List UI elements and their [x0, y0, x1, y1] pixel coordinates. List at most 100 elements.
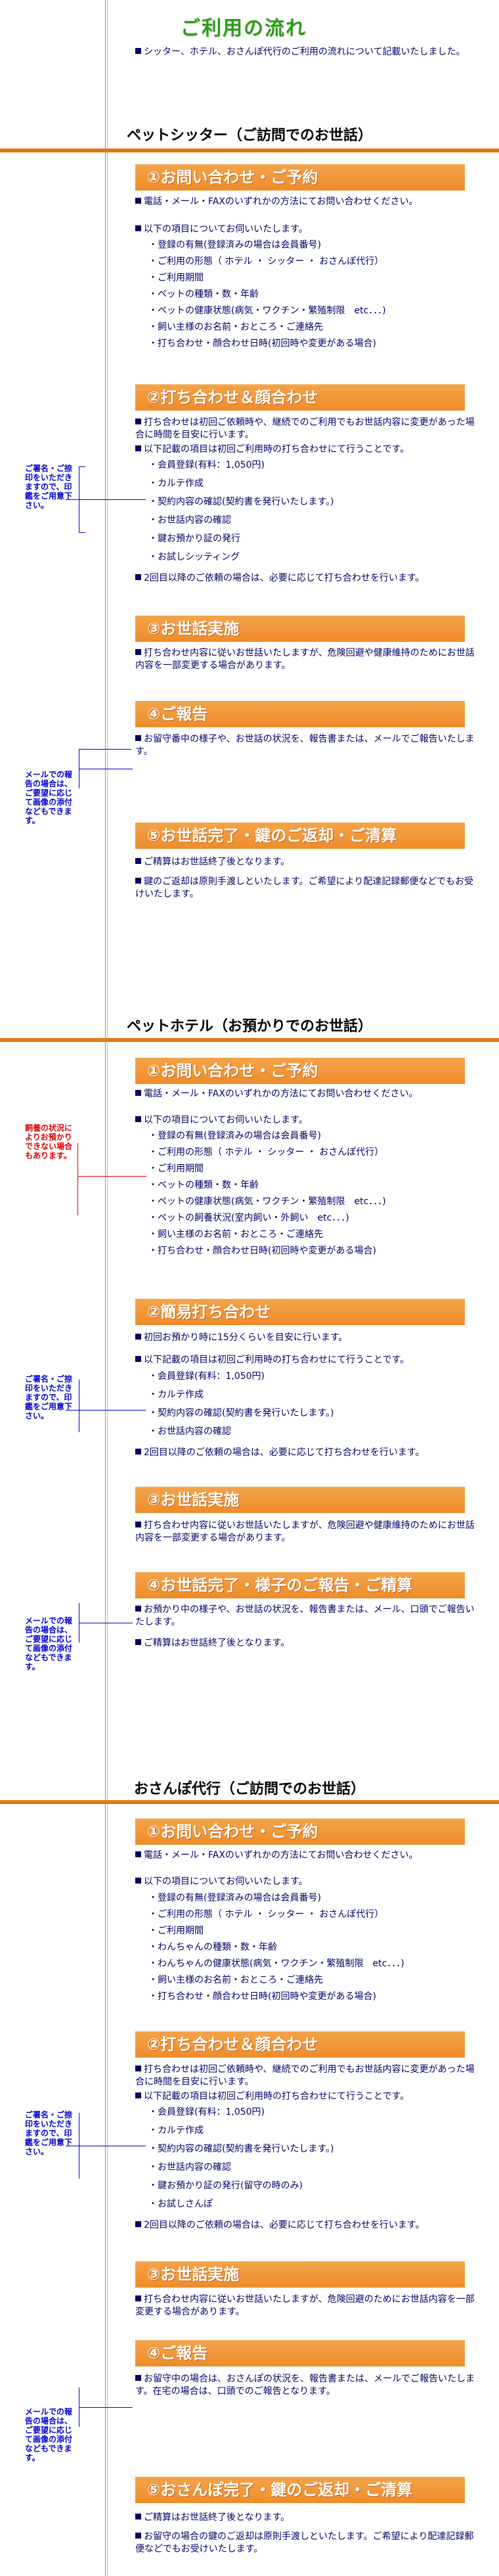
- step-hotel-finish: ④お世話完了・様子のご報告・ご精算: [135, 1572, 465, 1598]
- list-item: ・契約内容の確認(契約書を発行いたします。): [148, 497, 334, 507]
- list-item: ・お試しシッティング: [148, 552, 240, 562]
- walk-s1-b2: 以下の項目についてお伺いいたします。: [135, 1876, 477, 1888]
- section-rule-walk: [0, 1800, 499, 1804]
- page-intro: シッター、ホテル、おさんぽ代行のご利用の流れについて記載いたしました。: [135, 46, 477, 58]
- list-item: ・打ち合わせ・顔合わせ日時(初回時や変更がある場合): [148, 1246, 376, 1256]
- list-item: ・カルテ作成: [148, 478, 204, 489]
- step-walk-inquiry: ①お問い合わせ・ご予約: [135, 1819, 465, 1845]
- sitter-s2-b1: 打ち合わせは初回ご依頼時や、継続でのご利用でもお世話内容に変更があった場合に時間…: [135, 417, 475, 440]
- hotel-stamp-note: ご署名・ご捺印をいただきますので、印鑑をご用意下さい。: [25, 1374, 73, 1420]
- list-item: ・飼い主様のお名前・おところ・ご連絡先: [148, 322, 323, 332]
- walk-s5-b1: ご精算はお世話終了後となります。: [135, 2512, 477, 2524]
- note-connector: [79, 2407, 133, 2408]
- step-sitter-finish: ⑤お世話完了・鍵のご返却・ご清算: [135, 823, 465, 849]
- sitter-s3-b1: 打ち合わせ内容に従いお世話いたしますが、危険回避や健康維持のためにお世話内容を一…: [135, 648, 475, 671]
- list-item: ・打ち合わせ・顔合わせ日時(初回時や変更がある場合): [148, 338, 376, 349]
- walk-s2-b1: 打ち合わせは初回ご依頼時や、継続でのご利用でもお世話内容に変更があった場合に時間…: [135, 2064, 475, 2087]
- step-sitter-meeting: ②打ち合わせ＆顔合わせ: [135, 384, 465, 411]
- note-connector: [79, 749, 131, 750]
- hotel-s2-b1: 初回お預かり時に15分くらいを目安に行います。: [135, 1332, 477, 1344]
- sitter-s1-b1: 電話・メール・FAXのいずれかの方法にてお問い合わせください。: [135, 196, 477, 208]
- list-item: ・打ち合わせ・顔合わせ日時(初回時や変更がある場合): [148, 1991, 376, 2002]
- list-item: ・ご利用の形態（ ホテル ・ シッター ・ おさんぽ代行）: [148, 1147, 384, 1158]
- list-item: ・鍵お預かり証の発行: [148, 533, 240, 544]
- note-connector: [79, 466, 85, 467]
- sitter-s5-b1: ご精算はお世話終了後となります。: [135, 856, 477, 869]
- hotel-s4-b2: ご精算はお世話終了後となります。: [135, 1637, 477, 1650]
- note-connector: [77, 1143, 78, 1215]
- step-walk-meeting: ②打ち合わせ＆顔合わせ: [135, 2031, 465, 2058]
- section-title-hotel: ペットホテル（お預かりでのお世話）: [126, 1018, 372, 1035]
- list-item: ・飼い主様のお名前・おところ・ご連絡先: [148, 1975, 323, 1985]
- list-item: ・鍵お預かり証の発行(留守の時のみ): [148, 2181, 303, 2191]
- list-item: ・ペットの健康状態(病気・ワクチン・繁殖制限 etc．．．): [148, 1196, 386, 1207]
- list-item: ・ペットの種類・数・年齢: [148, 1180, 259, 1190]
- list-item: ・会員登録(有料：1,050円): [148, 1371, 265, 1382]
- hotel-s1-b1: 電話・メール・FAXのいずれかの方法にてお問い合わせください。: [135, 1088, 477, 1100]
- left-vertical-rule-light: [107, 0, 108, 2576]
- note-connector: [66, 499, 146, 500]
- hotel-s1-b2: 以下の項目についてお伺いいたします。: [135, 1114, 477, 1127]
- sitter-s2-b2: 以下記載の項目は初回ご利用時の打ち合わせにて行うことです。: [135, 443, 477, 456]
- list-item: ・登録の有無(登録済みの場合は会員番号): [148, 1893, 321, 1903]
- note-connector: [66, 1410, 146, 1411]
- list-item: ・ペットの健康状態(病気・ワクチン・繁殖制限 etc．．．): [148, 305, 386, 316]
- walk-s2-b3: 2回目以降のご依頼の場合は、必要に応じて打ち合わせを行います。: [135, 2219, 477, 2232]
- walk-stamp-note: ご署名・ご捺印をいただきますので、印鑑をご用意下さい。: [25, 2110, 73, 2156]
- list-item: ・お世話内容の確認: [148, 2162, 231, 2173]
- section-rule-sitter: [0, 148, 499, 152]
- list-item: ・わんちゃんの種類・数・年齢: [148, 1942, 277, 1953]
- list-item: ・ペットの飼養状況(室内飼い・外飼い etc．．．): [148, 1213, 349, 1223]
- step-sitter-inquiry: ①お問い合わせ・ご予約: [135, 164, 465, 191]
- list-item: ・わんちゃんの健康状態(病気・ワクチン・繁殖制限 etc．．．): [148, 1958, 404, 1969]
- step-hotel-inquiry: ①お問い合わせ・ご予約: [135, 1058, 465, 1084]
- page-title: ご利用の流れ: [181, 17, 307, 40]
- list-item: ・ご利用期間: [148, 1164, 204, 1174]
- list-item: ・契約内容の確認(契約書を発行いたします。): [148, 2144, 334, 2154]
- list-item: ・ご利用期間: [148, 273, 204, 283]
- walk-s5-b2: お留守の場合の鍵のご返却は原則手渡しといたします。ご希望により配達記録郵便などで…: [135, 2531, 474, 2554]
- walk-s1-b1: 電話・メール・FAXのいずれかの方法にてお問い合わせください。: [135, 1849, 477, 1862]
- list-item: ・カルテ作成: [148, 2125, 204, 2136]
- step-sitter-report: ④ご報告: [135, 701, 465, 727]
- list-item: ・契約内容の確認(契約書を発行いたします。): [148, 1408, 334, 1418]
- sitter-stamp-note: ご署名・ご捺印をいただきますので、印鑑をご用意下さい。: [25, 464, 73, 510]
- section-title-sitter: ペットシッター（ご訪問でのお世話）: [126, 127, 372, 144]
- sitter-s5-b2: 鍵のご返却は原則手渡しといたします。ご希望により配達記録郵便などでもお受けいたし…: [135, 876, 474, 899]
- note-connector: [79, 532, 85, 533]
- list-item: ・登録の有無(登録済みの場合は会員番号): [148, 1131, 321, 1141]
- step-hotel-care: ③お世話実施: [135, 1487, 465, 1513]
- list-item: ・カルテ作成: [148, 1390, 204, 1400]
- walk-s3-b1: 打ち合わせ内容に従いお世話いたしますが、危険回避のためにお世話内容を一部変更する…: [135, 2294, 475, 2317]
- walk-mail-note: メールでの報告の場合は、ご要望に応じて画像の添付などもできます。: [25, 2407, 73, 2462]
- step-hotel-meeting: ②簡易打ち合わせ: [135, 1299, 465, 1325]
- list-item: ・ご利用期間: [148, 1926, 204, 1936]
- sitter-s2-b3: 2回目以降のご依頼の場合は、必要に応じて打ち合わせを行います。: [135, 572, 477, 585]
- list-item: ・ご利用の形態（ ホテル ・ シッター ・ おさんぽ代行）: [148, 1909, 384, 1920]
- list-item: ・会員登録(有料：1,050円): [148, 2107, 265, 2117]
- sitter-s4-b1: お留守番中の様子や、お世話の状況を、報告書または、メールでご報告いたします。: [135, 734, 475, 757]
- walk-s4-b1: お留守中の場合は、おさんぽの状況を、報告書または、メールでご報告いたします。在宅…: [135, 2374, 475, 2397]
- hotel-care-note: 飼養の状況によりお預かりできない場合もあります。: [25, 1123, 73, 1160]
- list-item: ・お世話内容の確認: [148, 1426, 231, 1437]
- list-item: ・ペットの種類・数・年齢: [148, 289, 259, 300]
- hotel-s3-b1: 打ち合わせ内容に従いお世話いたしますが、危険回避や健康維持のためにお世話内容を一…: [135, 1520, 475, 1543]
- section-rule-hotel: [0, 1038, 499, 1042]
- list-item: ・会員登録(有料：1,050円): [148, 460, 265, 470]
- list-item: ・登録の有無(登録済みの場合は会員番号): [148, 240, 321, 250]
- step-walk-care: ③お世話実施: [135, 2261, 465, 2288]
- hotel-s4-b1: お預かり中の様子や、お世話の状況を、報告書または、メール、口頭でご報告いたします…: [135, 1604, 475, 1627]
- list-item: ・ご利用の形態（ ホテル ・ シッター ・ おさんぽ代行）: [148, 256, 384, 267]
- step-walk-report: ④ご報告: [135, 2340, 465, 2366]
- sitter-s1-b2: 以下の項目についてお伺いいたします。: [135, 223, 477, 236]
- list-item: ・お試しさんぽ: [148, 2199, 213, 2209]
- hotel-s2-b3: 2回目以降のご依頼の場合は、必要に応じて打ち合わせを行います。: [135, 1447, 477, 1459]
- hotel-s2-b2: 以下記載の項目は初回ご利用時の打ち合わせにて行うことです。: [135, 1354, 477, 1367]
- left-vertical-rule: [105, 0, 106, 2576]
- section-title-walk: おさんぽ代行（ご訪問でのお世話）: [133, 1781, 365, 1797]
- note-connector: [77, 1176, 146, 1177]
- list-item: ・飼い主様のお名前・おところ・ご連絡先: [148, 1229, 323, 1240]
- list-item: ・お世話内容の確認: [148, 515, 231, 526]
- step-sitter-care: ③お世話実施: [135, 616, 465, 642]
- sitter-mail-note: メールでの報告の場合は、ご要望に応じて画像の添付などもできます。: [25, 770, 73, 825]
